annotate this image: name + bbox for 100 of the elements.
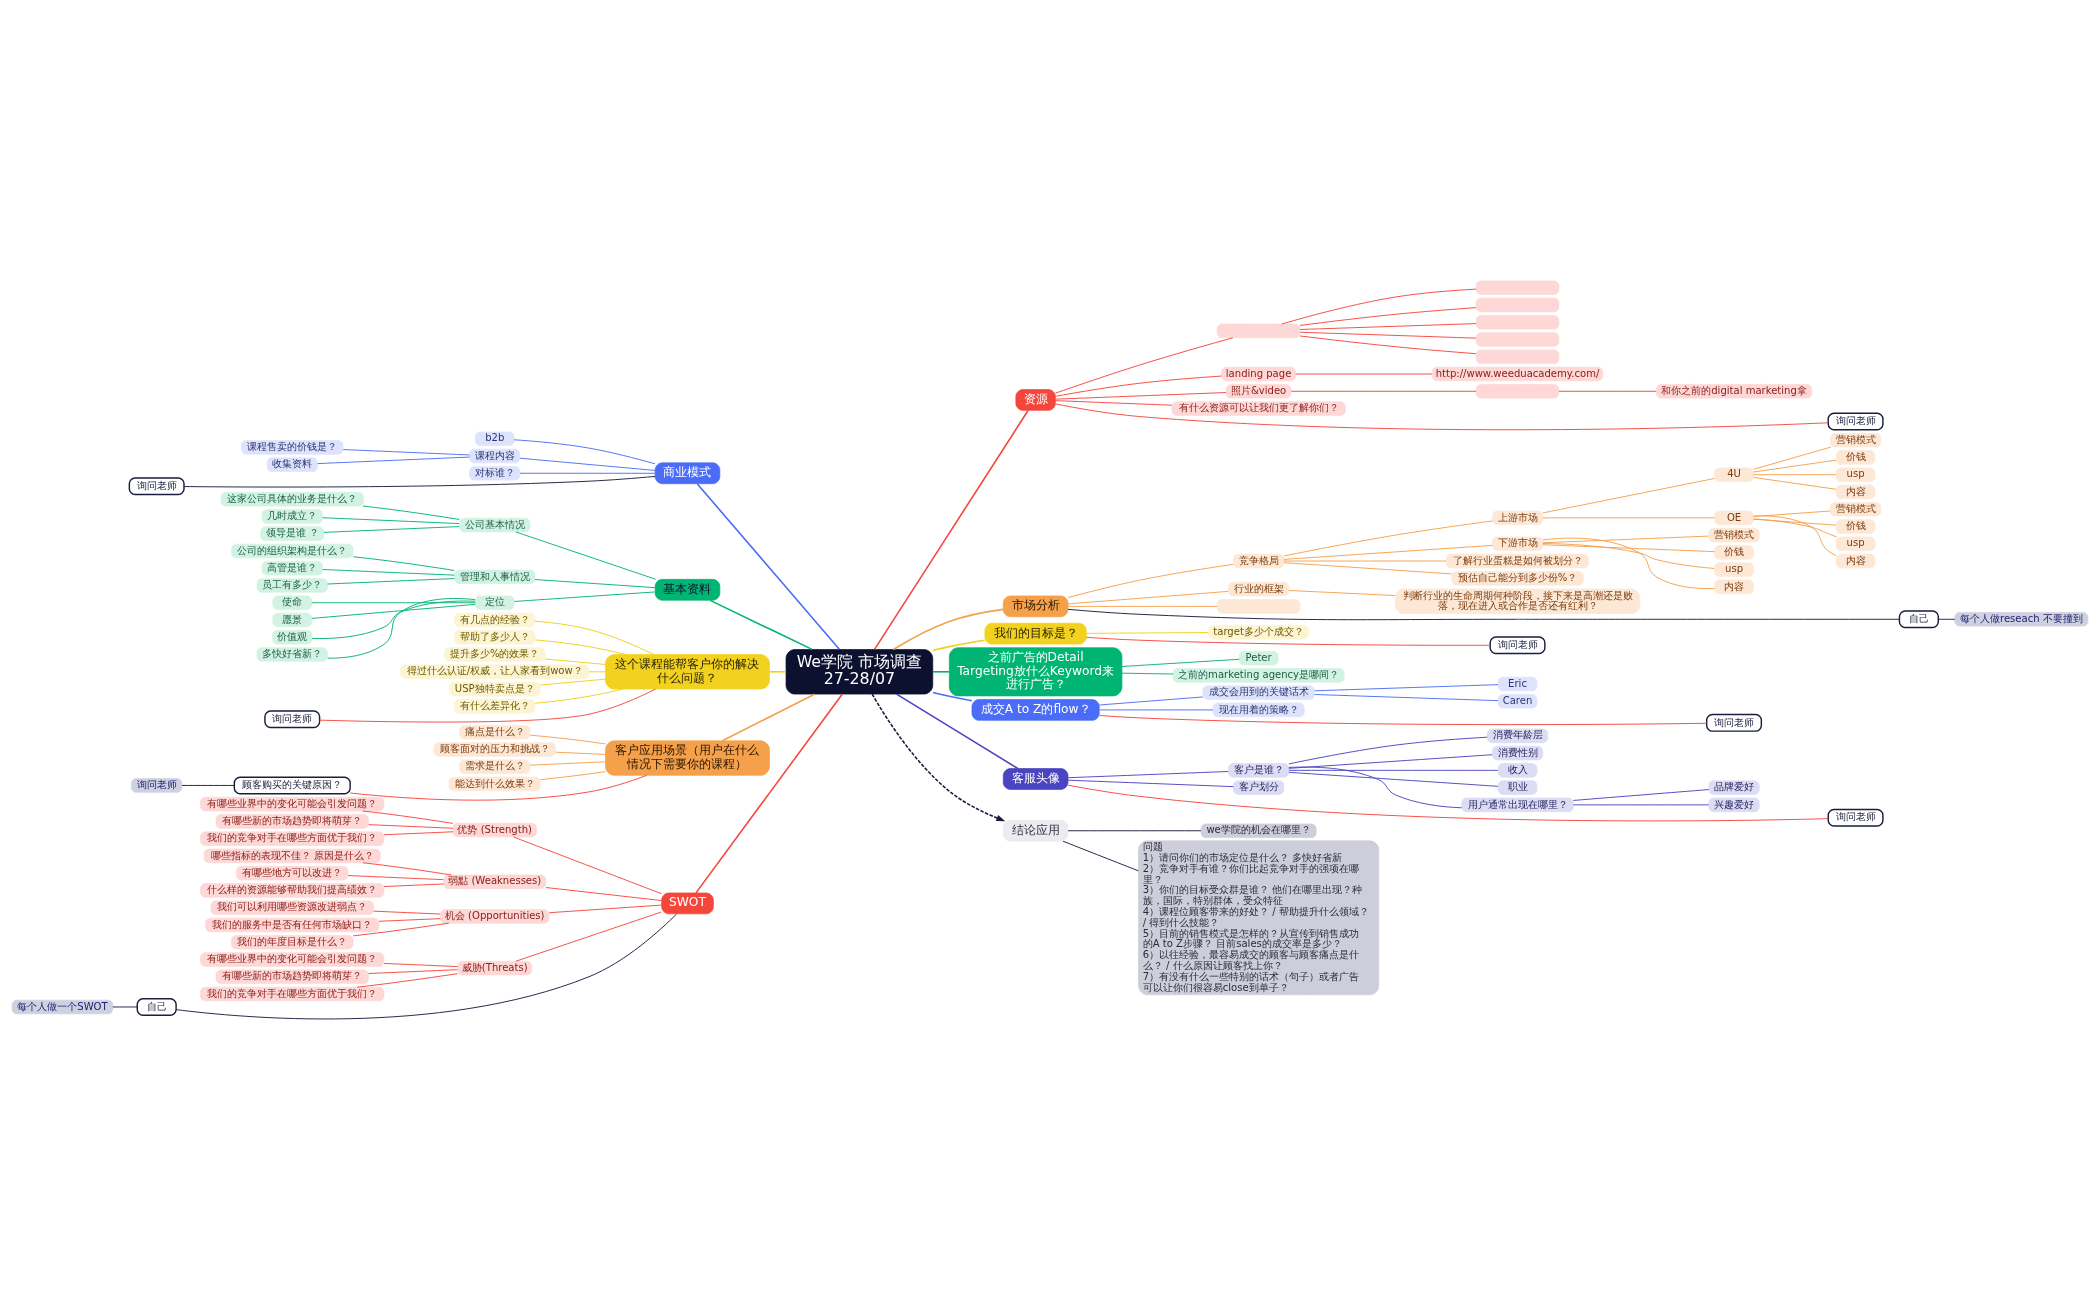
connector [1314, 684, 1499, 692]
node-box [1475, 297, 1560, 313]
connector [534, 639, 626, 655]
node-box: 之前广告的Detail Targeting放什么Keyword来进行广告？ [948, 647, 1123, 697]
connector [540, 771, 606, 781]
node-box: 资源 [1015, 389, 1056, 411]
node-box: 消费年龄层 [1486, 728, 1549, 743]
connector [1558, 390, 1657, 392]
node-box: 询问老师 [1705, 713, 1763, 732]
node-box: 公司基本情况 [459, 517, 531, 533]
connector [1067, 605, 1218, 607]
node-box: 课程售卖的价钱是？ [241, 440, 344, 455]
node-box: 有什么资源可以让我们更了解你们？ [1171, 401, 1346, 416]
node-box: 客户划分 [1233, 780, 1285, 795]
node-box: 现在用着的策略？ [1212, 702, 1305, 718]
connector [327, 578, 455, 585]
connector [1753, 474, 1837, 476]
connector [1067, 779, 1234, 788]
arrow [871, 693, 1006, 822]
connector [1283, 560, 1447, 562]
node-box: Peter [1238, 650, 1279, 666]
connector [327, 598, 476, 659]
node-box: 了解行业蛋糕是如何被划分？ [1445, 553, 1590, 569]
node-box: 高管是谁？ [261, 561, 323, 576]
node-box: 收入 [1497, 763, 1538, 778]
node-box: 兴趣爱好 [1708, 797, 1760, 813]
node-box: 有哪些地方可以改进？ [236, 866, 349, 881]
connector [322, 569, 455, 576]
node-box: 威胁(Threats) [457, 960, 533, 976]
connector [1753, 515, 1837, 557]
connector [1542, 543, 1715, 569]
connector [1099, 696, 1204, 706]
connector [1753, 446, 1832, 470]
connector [1753, 518, 1837, 538]
node-box: 能达到什么效果？ [448, 776, 541, 792]
connector [1288, 766, 1463, 809]
node-box: 行业的框架 [1228, 581, 1290, 597]
node-box: 成交A to Z的flow？ [971, 699, 1100, 721]
node-box: 预估自己能分到多少份%？ [1451, 571, 1584, 586]
connector [383, 831, 454, 836]
connector [1288, 771, 1499, 787]
connector [323, 526, 460, 533]
node-box: 4U [1714, 467, 1754, 482]
node-box: 有哪些新的市场趋势即将萌芽？ [215, 969, 369, 984]
node-box: 营销模式 [1708, 527, 1760, 543]
connector [695, 693, 843, 894]
connector [175, 913, 677, 1020]
node-box [1475, 384, 1560, 399]
node-box: 需求是什么？ [459, 759, 531, 774]
connector [1283, 520, 1493, 557]
connector [181, 784, 235, 786]
node-box: 内容 [1714, 579, 1754, 595]
node-box: 询问老师 [1827, 412, 1884, 431]
node-box: 判断行业的生命周期何种阶段，接下来是高潮还是败落，现在进入或合作是否还有红利？ [1394, 588, 1641, 614]
connector [356, 973, 459, 988]
node-box [1216, 323, 1301, 339]
node-box: 价值观 [272, 630, 313, 645]
connector [1572, 789, 1710, 801]
connector [1283, 544, 1493, 560]
node-box: 我们可以利用哪些资源改进弱点？ [210, 900, 374, 915]
connector [1055, 375, 1222, 397]
node-box: 客户应用场景（用户在什么情况下需要你的课程） [605, 740, 770, 776]
connector [545, 887, 662, 901]
connector [514, 591, 656, 602]
connector [1054, 392, 1227, 400]
connector [1542, 535, 1709, 544]
connector [512, 836, 662, 895]
node-box: Eric [1497, 676, 1538, 692]
node-box: 愿景 [272, 612, 313, 628]
connector [768, 671, 787, 673]
node-box: 价钱 [1835, 450, 1876, 465]
node-box: 管理和人事情况 [454, 569, 536, 585]
node-box: Caren [1497, 694, 1538, 709]
node-box [1475, 280, 1560, 295]
connector [539, 678, 606, 686]
connector [1299, 331, 1477, 339]
node-box: 有什么差异化？ [454, 699, 536, 714]
node-box: 帮助了多少人？ [454, 630, 536, 645]
node-box: 每个人做一个SWOT [11, 999, 114, 1015]
node-box: 竞争格局 [1233, 553, 1285, 569]
node-box: usp [1714, 562, 1754, 577]
node-box: 员工有多少？ [256, 578, 328, 593]
connector [1299, 323, 1477, 330]
node-box: 营销模式 [1830, 433, 1882, 448]
node-box: 照片&video [1225, 384, 1292, 399]
connector [362, 810, 454, 824]
node-box: SWOT [661, 892, 714, 915]
node-box: 询问老师 [131, 778, 183, 793]
connector [368, 969, 458, 974]
node-box: 有几点的经验？ [454, 612, 536, 628]
node-box: 痛点是什么？ [459, 725, 531, 740]
node-box: 询问老师 [128, 477, 185, 496]
node-box: 客户是谁？ [1228, 763, 1290, 778]
node-box: 有哪些新的市场趋势即将萌芽？ [215, 814, 369, 829]
node-box: 内容 [1835, 553, 1876, 569]
node-box: 问题 1）请问你们的市场定位是什么？ 多快好省新 2）竞争对手有谁？你们比起竞争对手的强项在哪里？ 3）你们的目标受众群是谁？ 他们在哪里出现？种族，国际，特别群体，受众特征 4）课程位顾客带来的好处？ / 帮助提升什么领域？ / 得到什么技能？ 5）目前的销售模式是怎样的？从宣传到销售成功的A to Z步骤？ 目前sales的成交率是多少？ 6）以往经验，最容易成交的顾客与顾客痛点是什么？ / 什么原因让顾客找上你？ 7）有没有什么一些特别的话术（句子）或者广告可以让你们很容易close到单子？ [1138, 840, 1380, 996]
node-box [1475, 332, 1560, 347]
connector [383, 883, 445, 887]
node-box: 之前的marketing agency是哪间？ [1172, 668, 1345, 683]
connector [1753, 518, 1837, 526]
